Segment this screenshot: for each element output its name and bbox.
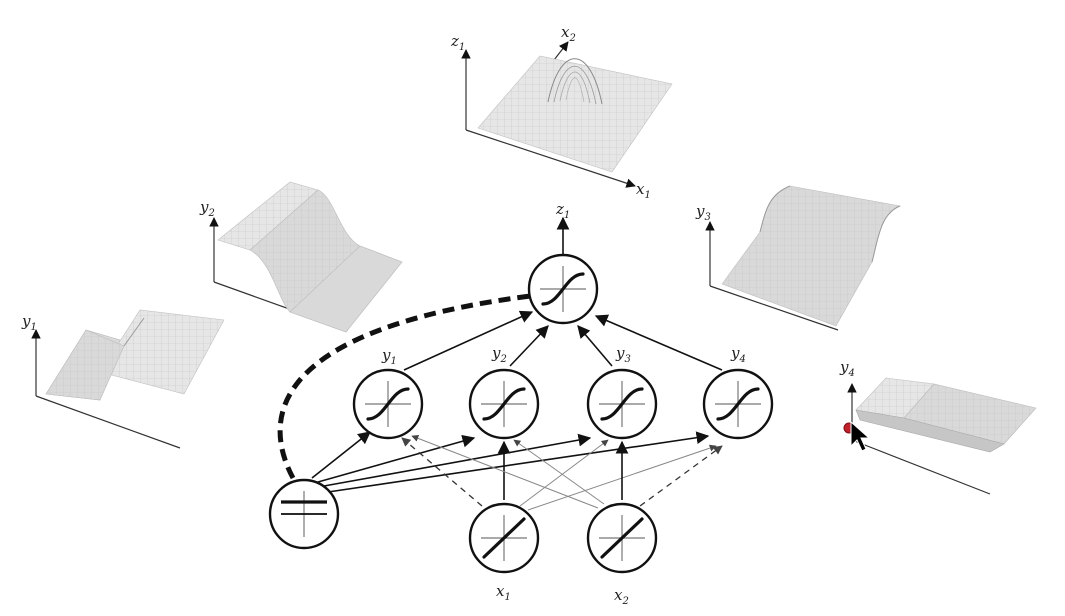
plot-z1-surface: z1 x2 x1 xyxy=(450,23,673,201)
input-node-x2: x2 xyxy=(586,502,658,607)
hidden-node-y1-label: y1 xyxy=(381,346,397,367)
output-node-label: z1 xyxy=(555,200,570,221)
plot-y4-axis-label: y4 xyxy=(839,358,855,379)
hidden-node-y4-label: y4 xyxy=(730,344,746,365)
plot-y1-axis-label: y1 xyxy=(21,312,37,333)
plot-z1-axis-x1-label: x1 xyxy=(636,180,651,201)
input-node-x1: x1 xyxy=(468,502,540,603)
hidden-node-y1: y1 xyxy=(352,346,424,440)
plot-y2-axis-label: y2 xyxy=(199,198,215,219)
plot-y4-surface: y4 xyxy=(839,358,1037,495)
plot-y1-surface: y1 xyxy=(21,309,225,449)
hidden-node-y2-label: y2 xyxy=(491,344,507,365)
hidden-node-y3-label: y3 xyxy=(615,344,631,365)
bias-node xyxy=(268,478,340,550)
hidden-node-y3: y3 xyxy=(586,344,658,440)
input-node-x2-label: x2 xyxy=(614,586,629,607)
hidden-node-y4: y4 xyxy=(702,344,774,440)
mouse-pointer-icon xyxy=(850,420,871,452)
plot-y2-surface: y2 xyxy=(199,181,403,333)
plot-z1-axis-x2-label: x2 xyxy=(561,23,576,44)
input-node-x1-label: x1 xyxy=(496,582,511,603)
hidden-node-y2: y2 xyxy=(468,344,540,440)
plot-y3-surface: y3 xyxy=(695,185,902,331)
plot-z1-axis-z-label: z1 xyxy=(450,32,465,53)
network-edges xyxy=(277,216,723,511)
plot-y3-axis-label: y3 xyxy=(695,202,711,223)
output-node-z1: z1 xyxy=(527,200,599,325)
